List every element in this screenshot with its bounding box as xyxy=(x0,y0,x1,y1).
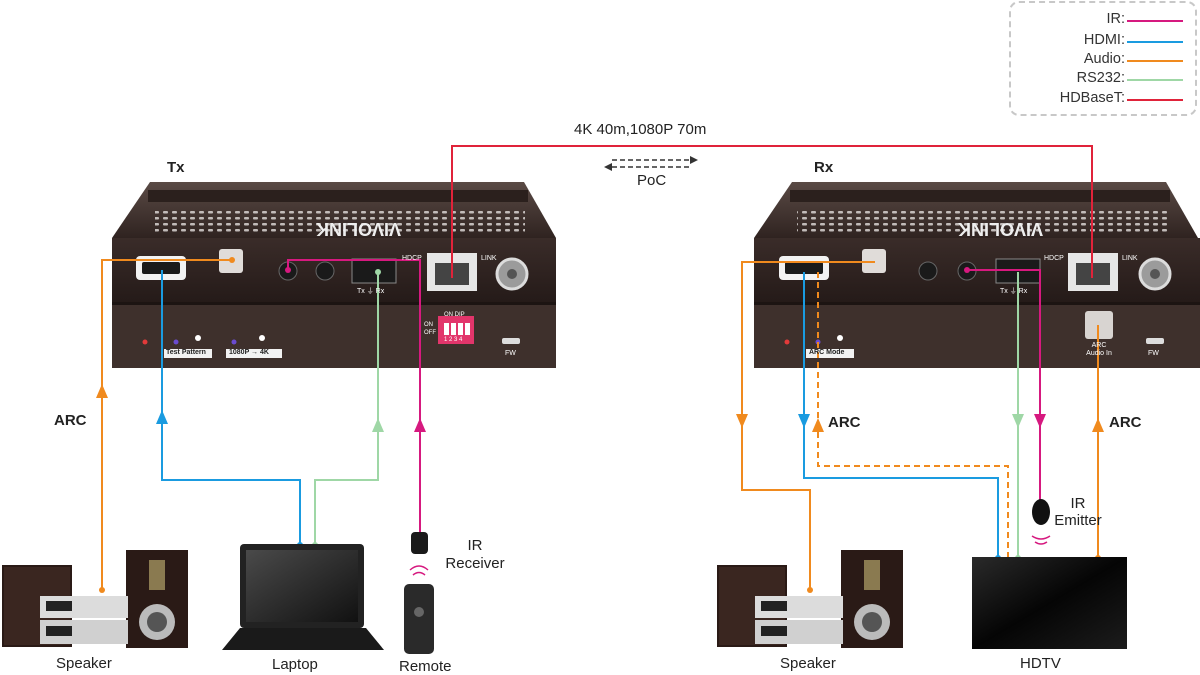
tx-dip-numbers: 1 2 3 4 xyxy=(444,337,463,343)
rx-arc-mode-label: ARC Mode xyxy=(809,349,845,356)
legend-item-hdbaset: HDBaseT: xyxy=(1011,90,1195,108)
tx-ir-cable xyxy=(287,259,421,540)
legend-line-ir xyxy=(1127,20,1183,22)
poc-arrows xyxy=(604,156,698,171)
hdtv-label: HDTV xyxy=(1020,655,1061,672)
tx-speaker-label: Speaker xyxy=(56,655,112,672)
ir-receiver-label: IR Receiver xyxy=(445,537,505,572)
legend-item-rs232: RS232: xyxy=(1011,70,1195,88)
legend-item-audio: Audio: xyxy=(1011,51,1195,69)
ir-emitter xyxy=(1031,499,1051,545)
tx-link-label: LINK xyxy=(481,255,497,262)
link-distance-label: 4K 40m,1080P 70m xyxy=(574,121,707,138)
tx-dip-on: ON xyxy=(424,322,433,328)
tx-arc-label: ARC xyxy=(54,412,87,429)
tx-speaker-system xyxy=(2,550,188,648)
tx-rs232-pins: Tx ⏚ Rx xyxy=(357,288,385,295)
rx-fw-label: FW xyxy=(1148,350,1159,357)
tx-rs232-cable xyxy=(314,272,379,545)
tx-brand: VIVOLINK xyxy=(316,219,402,239)
tx-extender xyxy=(112,182,556,368)
legend-line-audio xyxy=(1127,60,1183,62)
poc-label: PoC xyxy=(637,172,667,189)
tx-arc-audio-cable xyxy=(101,259,232,590)
ir-receiver xyxy=(411,532,428,554)
laptop xyxy=(222,544,384,650)
remote-control xyxy=(404,565,434,654)
rx-arc-label-right: ARC xyxy=(1109,414,1142,431)
laptop-label: Laptop xyxy=(272,656,318,673)
tx-title: Tx xyxy=(167,159,185,176)
ir-emitter-label: IR Emitter xyxy=(1054,495,1102,529)
rx-rs232-pins: Tx ⏚ Rx xyxy=(1000,288,1028,295)
rx-hdcp-label: HDCP xyxy=(1044,255,1064,262)
tx-hdcp-label: HDCP xyxy=(402,255,422,262)
legend-line-hdbaset xyxy=(1127,99,1183,101)
hdbaset-cable xyxy=(451,145,1093,278)
rx-speaker-system xyxy=(717,550,903,648)
tx-dip-off: OFF xyxy=(424,330,436,336)
tx-resolution-label: 1080P → 4K xyxy=(229,349,269,356)
tx-dip-label: ON DIP xyxy=(444,312,465,318)
rx-link-label: LINK xyxy=(1122,255,1138,262)
rx-extender xyxy=(754,182,1200,368)
hdtv xyxy=(972,557,1127,649)
rx-arc-label-left: ARC xyxy=(828,414,861,431)
legend-line-rs232 xyxy=(1127,79,1183,81)
rx-title: Rx xyxy=(814,159,834,176)
remote-label: Remote xyxy=(399,658,452,675)
rx-speaker-label: Speaker xyxy=(780,655,836,672)
tx-hdmi-cable xyxy=(161,270,301,545)
rx-brand: VIVOLINK xyxy=(958,219,1044,239)
legend-line-hdmi xyxy=(1127,41,1183,43)
tx-test-pattern-label: Test Pattern xyxy=(166,349,206,356)
tx-fw-label: FW xyxy=(505,350,516,357)
legend-item-hdmi: HDMI: xyxy=(1011,32,1195,50)
rx-speaker-audio-cable xyxy=(741,261,875,590)
rx-arc-dashed-cable xyxy=(817,272,1009,558)
rx-arc-audio-in-label: ARC Audio In xyxy=(1086,342,1112,357)
rx-hdmi-cable xyxy=(803,272,999,558)
signal-legend: IR: HDMI: Audio: RS232: HDBaseT: xyxy=(1009,1,1197,116)
legend-item-ir: IR: xyxy=(1011,11,1195,29)
